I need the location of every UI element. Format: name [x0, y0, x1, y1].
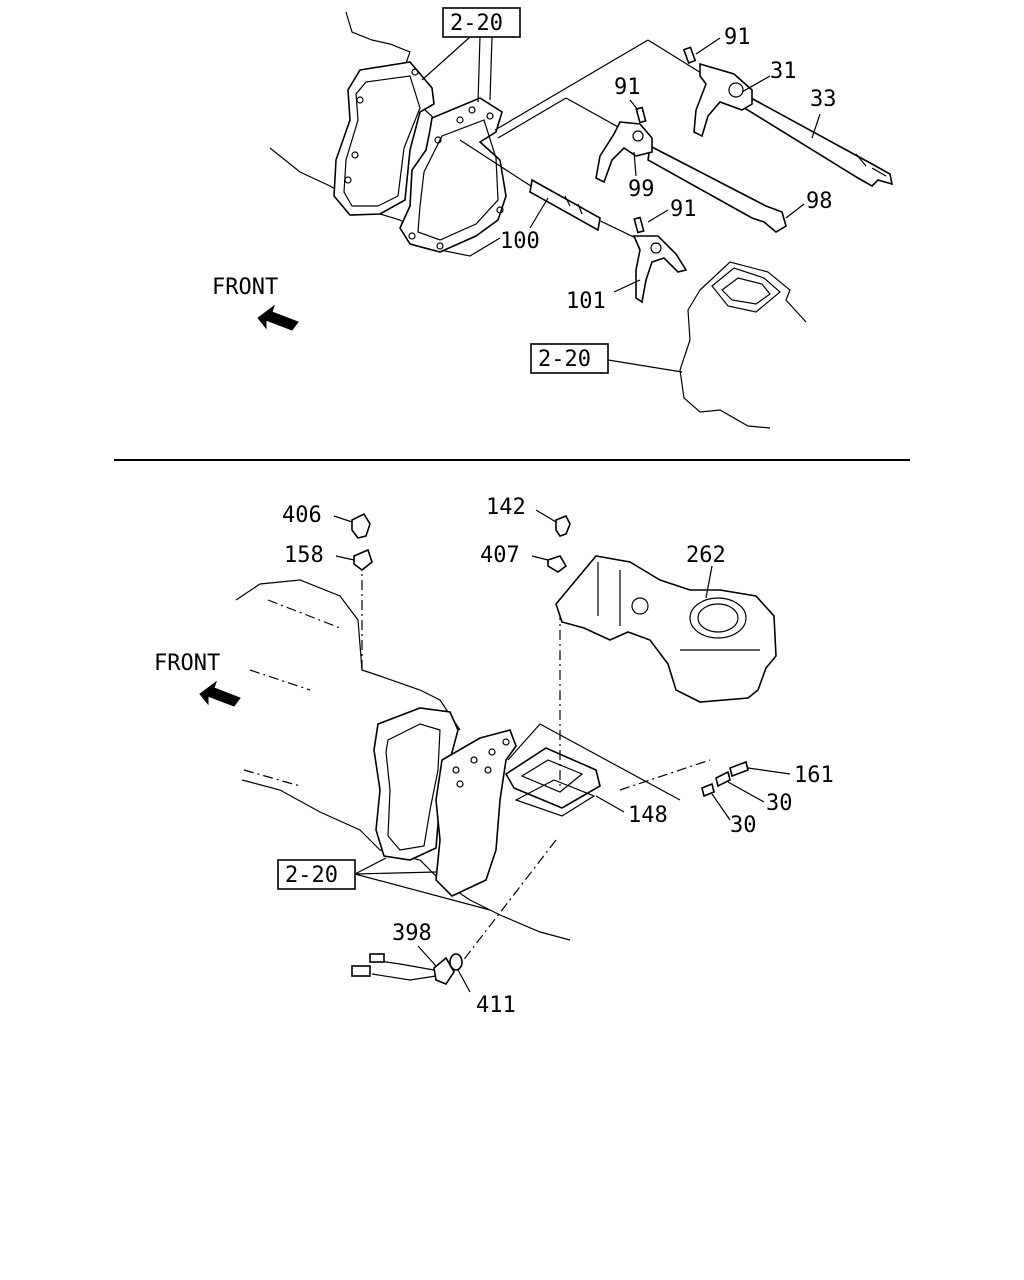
callout-411: 411 — [476, 993, 516, 1018]
callout-100: 100 — [500, 229, 540, 254]
shift-rod-100[interactable] — [529, 178, 601, 232]
arrow-front-icon — [199, 680, 241, 707]
callout-158: 158 — [284, 543, 324, 568]
arrow-front-icon — [257, 304, 299, 331]
end-plate-lower — [373, 707, 459, 861]
washer-411[interactable] — [449, 953, 463, 971]
callout-148: 148 — [628, 803, 668, 828]
pin-30a[interactable] — [715, 770, 731, 788]
callout-31: 31 — [770, 59, 797, 84]
front-label-top: FRONT — [212, 275, 278, 300]
callout-98: 98 — [806, 189, 833, 214]
end-plate — [333, 61, 435, 216]
bolt-406[interactable] — [351, 512, 371, 539]
lower-view: FRONT 2-20 — [154, 495, 834, 1018]
housing-outline — [679, 261, 807, 429]
callout-406: 406 — [282, 503, 322, 528]
callout-33: 33 — [810, 87, 837, 112]
callout-262: 262 — [686, 543, 726, 568]
shift-fork-99[interactable] — [595, 121, 653, 184]
shift-rod-98[interactable] — [647, 144, 787, 233]
ref-label-lower: 2-20 — [285, 863, 338, 888]
callout-91a: 91 — [724, 25, 751, 50]
clip-407[interactable] — [547, 555, 568, 573]
ref-label-mid: 2-20 — [538, 347, 591, 372]
gasket-148[interactable] — [504, 747, 601, 809]
ref-label-top: 2-20 — [450, 11, 503, 36]
front-label-bottom: FRONT — [154, 651, 220, 676]
pin-91-top[interactable] — [682, 46, 697, 64]
shift-cover-262[interactable] — [555, 555, 777, 703]
pin-91-mid[interactable] — [635, 106, 647, 124]
callout-398: 398 — [392, 921, 432, 946]
pin-91-low[interactable] — [633, 216, 645, 234]
callout-101: 101 — [566, 289, 606, 314]
callout-99: 99 — [628, 177, 655, 202]
callout-142: 142 — [486, 495, 526, 520]
pin-30b[interactable] — [701, 782, 715, 798]
callout-30a: 30 — [766, 791, 793, 816]
clip-158[interactable] — [353, 548, 373, 572]
callout-30b: 30 — [730, 813, 757, 838]
gasket-lower — [435, 729, 517, 897]
ref-box-mid[interactable] — [530, 343, 609, 374]
pin-161[interactable] — [729, 760, 749, 778]
callout-407: 407 — [480, 543, 520, 568]
callout-161: 161 — [794, 763, 834, 788]
callout-91c: 91 — [670, 197, 697, 222]
ref-box-top[interactable] — [442, 7, 521, 38]
shift-rod-33[interactable] — [737, 90, 894, 187]
shift-fork-101[interactable] — [632, 235, 688, 304]
gasket-plate — [399, 97, 507, 253]
bolt-142[interactable] — [555, 514, 571, 537]
callout-91b: 91 — [614, 75, 641, 100]
upper-view: 2-20 91 31 33 — [212, 7, 894, 429]
switch-398[interactable] — [351, 953, 455, 985]
shift-fork-31[interactable] — [693, 62, 753, 138]
transmission-case-lower — [235, 579, 571, 941]
